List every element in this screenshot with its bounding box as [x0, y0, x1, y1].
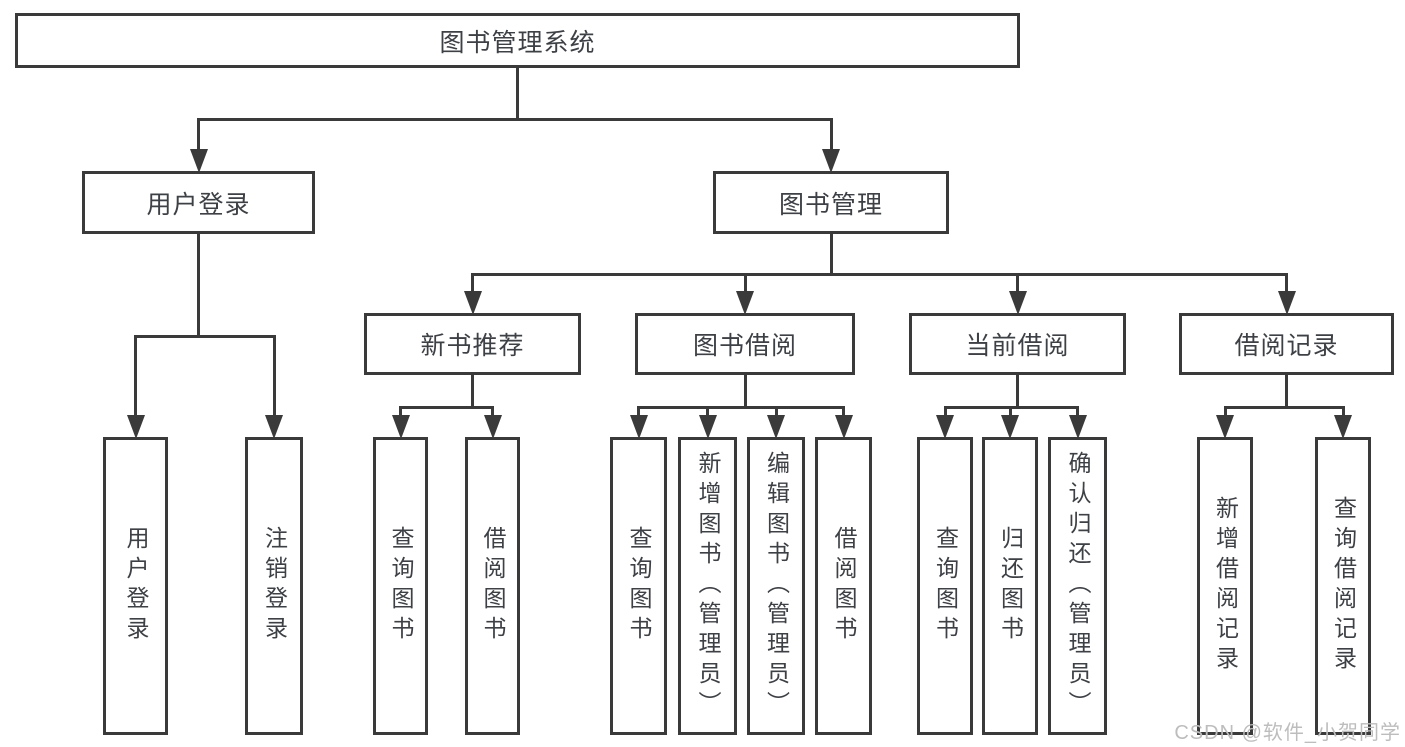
- node-label-leaf-bor-edit: 编辑图书（管理员）: [763, 451, 790, 721]
- connector-drop: [272, 335, 276, 419]
- node-leaf-user-login: 用户登录: [103, 437, 168, 735]
- connector-arrowhead-icon: [483, 415, 502, 439]
- node-leaf-cur-return: 归还图书: [982, 437, 1038, 735]
- connector-drop: [1223, 406, 1227, 419]
- node-label-book-mgmt: 图书管理: [778, 190, 883, 219]
- connector-drop: [706, 406, 709, 419]
- connector-drop: [743, 273, 747, 295]
- node-leaf-bor-query: 查询图书: [610, 437, 667, 735]
- connector-drop: [197, 118, 200, 153]
- connector-drop: [1341, 406, 1345, 419]
- connector-arrowhead-icon: [1334, 415, 1352, 439]
- connector-drop: [829, 118, 833, 153]
- node-label-borrow-record: 借阅记录: [1234, 332, 1339, 360]
- node-leaf-bor-borrow: 借阅图书: [815, 437, 872, 735]
- node-label-leaf-cur-confirm: 确认归还（管理员）: [1065, 451, 1091, 721]
- node-new-book-rec: 新书推荐: [364, 313, 581, 375]
- connector-drop: [491, 406, 494, 419]
- node-borrow-record: 借阅记录: [1179, 313, 1394, 375]
- connector-drop: [1016, 273, 1019, 295]
- connector-drop: [842, 406, 845, 419]
- node-book-borrow: 图书借阅: [635, 313, 855, 375]
- node-label-leaf-rec-query: 查询图书: [388, 526, 414, 646]
- connector-drop: [399, 406, 402, 419]
- connector-split: [471, 273, 1288, 276]
- connector-arrowhead-icon: [822, 149, 840, 173]
- node-label-leaf-bor-query: 查询图书: [626, 526, 652, 646]
- connector-arrowhead-icon: [463, 291, 482, 315]
- connector-split: [637, 406, 845, 409]
- connector-drop: [637, 406, 640, 419]
- node-label-leaf-cur-query: 查询图书: [932, 526, 959, 646]
- node-user-login: 用户登录: [82, 171, 315, 234]
- node-label-leaf-cur-return: 归还图书: [997, 526, 1024, 646]
- node-label-leaf-user-login: 用户登录: [123, 526, 149, 646]
- connector-drop: [1008, 406, 1012, 419]
- node-label-leaf-rec-borrow: 借阅图书: [480, 526, 506, 646]
- connector-arrowhead-icon: [1068, 415, 1087, 439]
- connector-arrowhead-icon: [629, 415, 648, 439]
- connector-stem: [516, 68, 519, 121]
- connector-drop: [471, 273, 474, 295]
- node-label-current-borrow: 当前借阅: [965, 332, 1070, 360]
- node-label-new-book-rec: 新书推荐: [420, 332, 525, 360]
- connector-arrowhead-icon: [265, 415, 283, 439]
- connector-split: [134, 335, 276, 338]
- connector-drop: [1285, 273, 1288, 295]
- node-leaf-logout: 注销登录: [245, 437, 303, 735]
- connector-arrowhead-icon: [936, 415, 954, 439]
- connector-arrowhead-icon: [189, 149, 208, 173]
- node-leaf-bor-edit: 编辑图书（管理员）: [747, 437, 805, 735]
- node-leaf-cur-query: 查询图书: [917, 437, 973, 735]
- connector-arrowhead-icon: [126, 415, 145, 439]
- connector-stem: [1016, 375, 1019, 409]
- node-label-leaf-logout: 注销登录: [261, 526, 288, 646]
- node-leaf-log-add: 新增借阅记录: [1197, 437, 1253, 735]
- connector-stem: [471, 375, 474, 409]
- node-leaf-rec-query: 查询图书: [373, 437, 428, 735]
- connector-arrowhead-icon: [736, 291, 754, 315]
- node-label-book-borrow: 图书借阅: [692, 332, 797, 360]
- connector-stem: [743, 375, 747, 409]
- connector-arrowhead-icon: [1277, 291, 1296, 315]
- node-root: 图书管理系统: [15, 13, 1020, 68]
- node-leaf-rec-borrow: 借阅图书: [465, 437, 520, 735]
- connector-drop: [774, 406, 778, 419]
- connector-arrowhead-icon: [698, 415, 717, 439]
- node-label-root: 图书管理系统: [439, 28, 596, 57]
- node-leaf-bor-add: 新增图书（管理员）: [678, 437, 737, 735]
- connector-drop: [1076, 406, 1079, 419]
- connector-arrowhead-icon: [391, 415, 410, 439]
- node-leaf-cur-confirm: 确认归还（管理员）: [1048, 437, 1107, 735]
- connector-drop: [134, 335, 137, 419]
- node-label-leaf-bor-add: 新增图书（管理员）: [695, 451, 721, 721]
- connector-stem: [1285, 375, 1288, 409]
- node-label-user-login: 用户登录: [146, 190, 251, 219]
- csdn-watermark: CSDN @软件_小贺同学: [1174, 722, 1401, 744]
- node-leaf-log-query: 查询借阅记录: [1315, 437, 1371, 735]
- connector-split: [1223, 406, 1345, 409]
- connector-drop: [943, 406, 947, 419]
- connector-split: [197, 118, 833, 121]
- node-current-borrow: 当前借阅: [909, 313, 1126, 375]
- connector-arrowhead-icon: [1001, 415, 1019, 439]
- node-label-leaf-bor-borrow: 借阅图书: [831, 526, 857, 646]
- connector-arrowhead-icon: [1008, 291, 1027, 315]
- connector-arrowhead-icon: [1216, 415, 1234, 439]
- connector-arrowhead-icon: [834, 415, 853, 439]
- connector-stem: [829, 234, 833, 276]
- node-label-leaf-log-query: 查询借阅记录: [1330, 496, 1357, 676]
- node-book-mgmt: 图书管理: [713, 171, 949, 234]
- connector-arrowhead-icon: [767, 415, 785, 439]
- connector-stem: [197, 234, 200, 338]
- node-label-leaf-log-add: 新增借阅记录: [1212, 496, 1239, 676]
- connector-split: [399, 406, 494, 409]
